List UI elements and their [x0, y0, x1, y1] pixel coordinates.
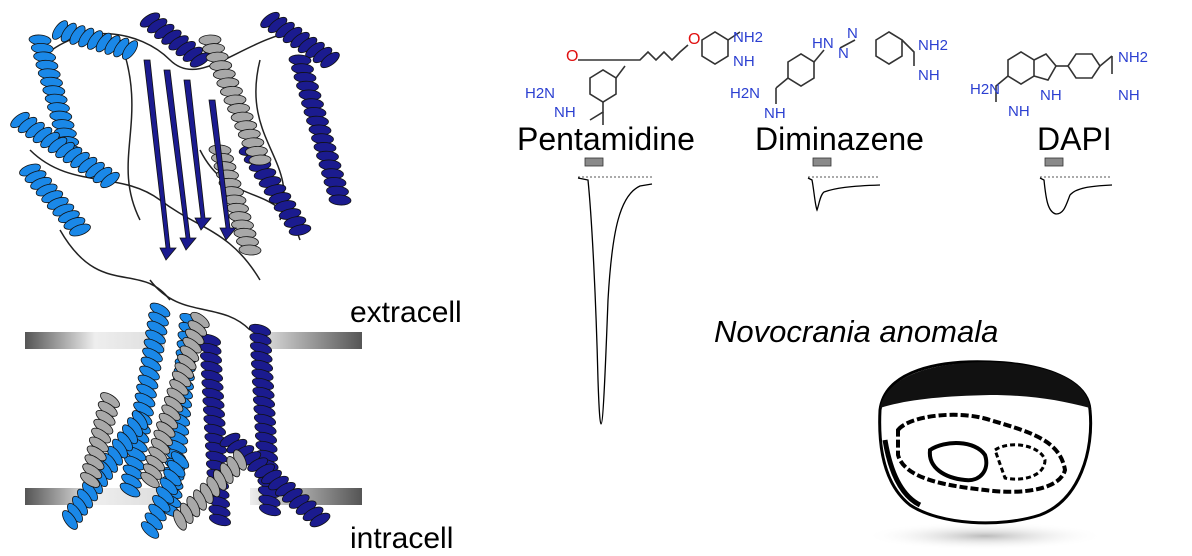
dapi-indole-nh: NH	[1040, 87, 1062, 104]
protein-loop	[59, 229, 171, 301]
protein-beta-strand	[183, 79, 212, 231]
protein-helix	[80, 392, 120, 488]
organism-name: Novocrania anomala	[714, 314, 998, 349]
current-trace-diminazene	[807, 176, 881, 212]
current-trace-pentamidine	[577, 176, 653, 425]
compound-name-dapi: DAPI	[1037, 121, 1112, 157]
protein-helix	[260, 11, 340, 69]
protein-beta-strand	[143, 59, 177, 261]
protein-helix	[28, 34, 82, 156]
diminazene-structure: H2N NH HN N N NH2 NH	[730, 25, 948, 122]
diminazene-nh-right: NH	[918, 67, 940, 84]
protein-helix	[51, 20, 139, 60]
protein-helix	[140, 451, 190, 539]
protein-helix	[119, 302, 171, 498]
membrane-upper	[25, 332, 362, 349]
protein-helix	[139, 12, 211, 68]
application-bar-diminazene	[812, 157, 832, 167]
protein-helix	[19, 163, 91, 237]
protein-loop	[149, 279, 251, 331]
extracellular-label: extracell	[350, 296, 462, 329]
application-bar-dapi	[1044, 157, 1064, 167]
dapi-h2n: H2N	[970, 81, 1000, 98]
protein-helix	[288, 54, 352, 206]
compound-name-diminazene: Diminazene	[755, 121, 924, 157]
protein-loop	[119, 39, 141, 221]
protein-helix	[173, 449, 247, 531]
diminazene-nh2: NH2	[918, 37, 948, 54]
pentamidine-structure: O O H2N NH NH2 NH	[525, 29, 763, 125]
diminazene-nh-left: NH	[764, 105, 786, 122]
dapi-structure: H2N NH NH NH2 NH	[970, 49, 1148, 120]
protein-beta-strand	[208, 99, 237, 241]
compound-name-pentamidine: Pentamidine	[517, 121, 695, 157]
pentamidine-nh-left: NH	[554, 104, 576, 121]
intracellular-label: intracell	[350, 522, 453, 555]
protein-helix	[10, 111, 120, 189]
pentamidine-ether-o2: O	[688, 31, 700, 48]
dapi-nh2: NH2	[1118, 49, 1148, 66]
dapi-nh-right: NH	[1118, 87, 1140, 104]
pentamidine-nh-right: NH	[733, 53, 755, 70]
current-trace-dapi	[1039, 176, 1113, 215]
protein-helix	[198, 34, 272, 166]
pentamidine-nh2: NH2	[733, 29, 763, 46]
diminazene-n1: N	[838, 45, 849, 62]
dapi-nh-left: NH	[1008, 103, 1030, 120]
diminazene-n2: N	[847, 25, 858, 42]
diminazene-hn: HN	[812, 35, 834, 52]
protein-loop	[29, 149, 261, 281]
pentamidine-h2n: H2N	[525, 85, 555, 102]
protein-helix	[140, 311, 210, 489]
novocrania-shell-illustration	[865, 360, 1105, 550]
application-bar-pentamidine	[584, 157, 604, 167]
pentamidine-ether-o1: O	[566, 48, 578, 65]
channel-protein-structure	[10, 11, 352, 539]
diminazene-h2n: H2N	[730, 85, 760, 102]
protein-beta-strand	[163, 69, 197, 251]
